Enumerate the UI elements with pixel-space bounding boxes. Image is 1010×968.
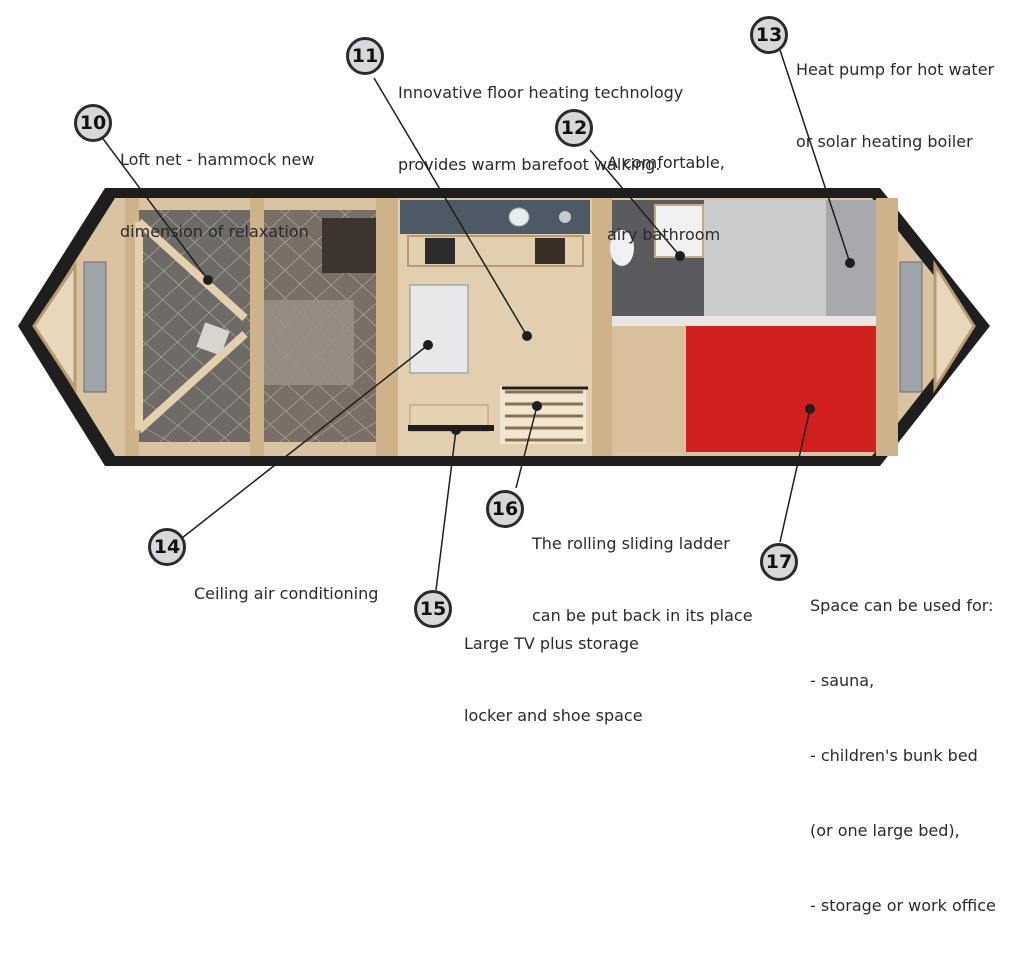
multi-space [612, 326, 684, 452]
callout-number: 11 [346, 37, 384, 75]
leader-12 [589, 149, 681, 257]
callout-number: 10 [74, 104, 112, 142]
loft-net-left [130, 210, 250, 442]
right-gable [933, 259, 976, 394]
callout-number: 13 [750, 16, 788, 54]
leader-10 [97, 131, 209, 281]
callout-line: locker and shoe space [464, 706, 643, 725]
toilet [610, 230, 634, 266]
callout-line: Loft net - hammock new [120, 150, 315, 169]
bath-wall [612, 316, 876, 326]
callout-number: 16 [486, 490, 524, 528]
callout-number: 15 [414, 590, 452, 628]
callout-line: Ceiling air conditioning [194, 584, 379, 603]
leader-17 [779, 408, 811, 543]
timber-brace [135, 219, 248, 433]
bath-cabinet [654, 204, 704, 258]
callout-text: The rolling sliding ladder can be put ba… [532, 484, 753, 676]
ac-unit [409, 284, 469, 374]
right-window [899, 261, 923, 393]
callout-text: Heat pump for hot water or solar heating… [796, 10, 994, 202]
leader-16 [515, 405, 538, 489]
leader-15 [435, 429, 457, 591]
floor-plan [18, 49, 990, 591]
callout-line: - children's bunk bed [810, 746, 978, 765]
callout-text: Innovative floor heating technology prov… [398, 33, 683, 225]
callout-line: A comfortable, [607, 153, 725, 172]
loft-dark-box [322, 218, 377, 273]
callout-line: airy bathroom [607, 225, 721, 244]
shower-area [704, 200, 826, 316]
timber-beam [376, 198, 398, 456]
callout-line: - sauna, [810, 671, 875, 690]
oven [535, 238, 565, 264]
faucet [559, 211, 571, 223]
boiler-area [826, 200, 876, 316]
leader-11 [373, 77, 528, 337]
floor-plan-diagram: 10 Loft net - hammock new dimension of r… [18, 10, 996, 915]
timber-beam [250, 198, 264, 456]
callout-line: Large TV plus storage [464, 634, 639, 653]
callout-line: Innovative floor heating technology [398, 83, 684, 102]
callout-line: can be put back in its place [532, 606, 753, 625]
loft-cushion [264, 300, 354, 385]
callout-line: dimension of relaxation [120, 222, 309, 241]
callout-text: Space can be used for: - sauna, - childr… [810, 543, 996, 968]
leader-13 [779, 49, 851, 264]
kitchen-counter [400, 200, 590, 234]
stove [425, 238, 455, 264]
tv [408, 425, 494, 431]
left-window [83, 261, 107, 393]
callout-text: A comfortable, airy bathroom [607, 103, 725, 295]
callout-number: 12 [555, 109, 593, 147]
rolling-ladder [500, 386, 588, 444]
left-gable [32, 260, 77, 393]
callout-line: or solar heating boiler [796, 132, 973, 151]
callout-text: Ceiling air conditioning [194, 534, 378, 654]
callout-line: (or one large bed), [810, 821, 960, 840]
callout-text: Loft net - hammock new dimension of rela… [120, 100, 314, 292]
timber-beam [876, 198, 898, 456]
callout-number: 14 [148, 528, 186, 566]
timber-beam [592, 198, 612, 456]
loft-pillow [196, 322, 230, 356]
cabinet [407, 235, 584, 267]
callout-line: Space can be used for: [810, 596, 994, 615]
callout-line: provides warm barefoot walking. [398, 155, 661, 174]
leader-dots [203, 251, 855, 435]
sink [508, 207, 530, 227]
leader-14 [181, 344, 429, 539]
callout-line: The rolling sliding ladder [532, 534, 730, 553]
callout-line: Heat pump for hot water [796, 60, 995, 79]
callout-number: 17 [760, 543, 798, 581]
callout-line: - storage or work office [810, 896, 996, 915]
leader-lines [97, 49, 851, 591]
red-bed [686, 326, 876, 452]
